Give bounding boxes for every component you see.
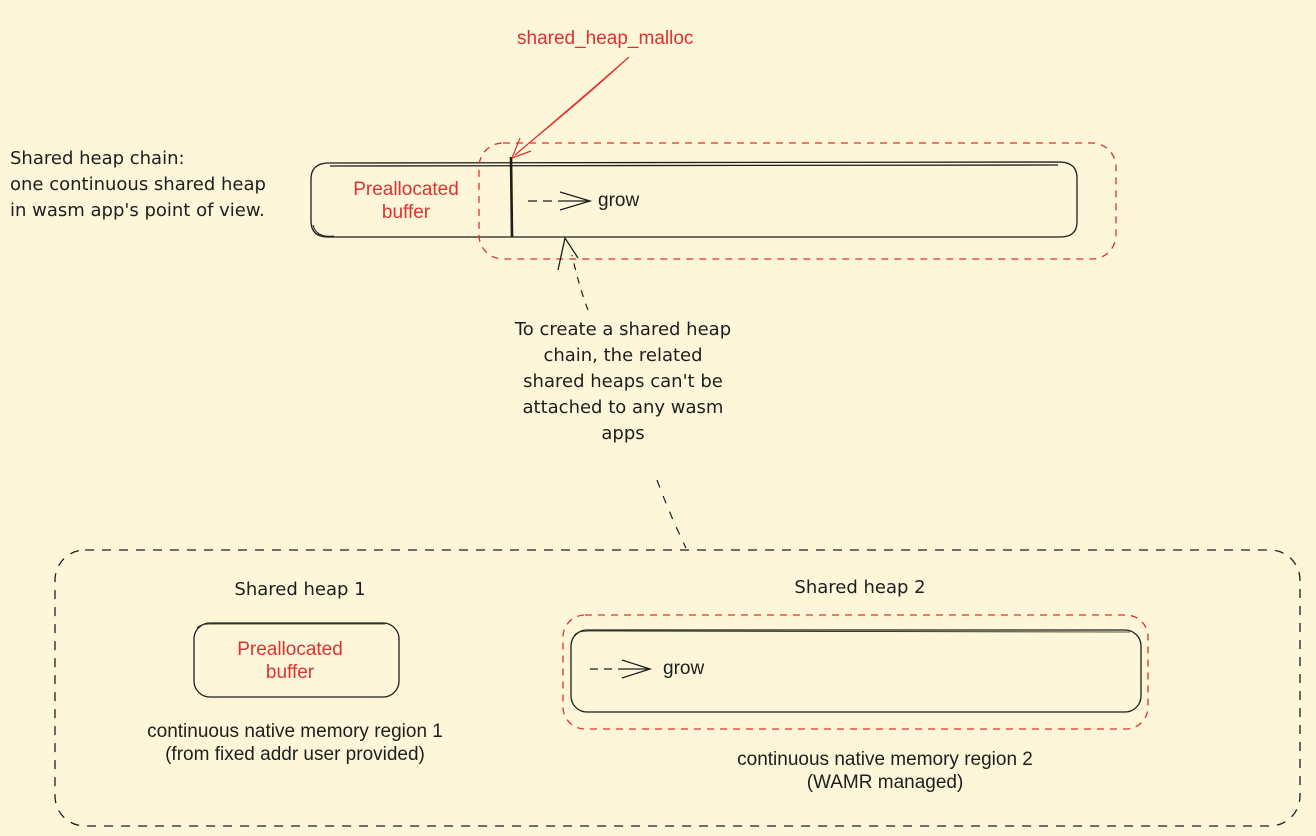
chain-note-line: in wasm app's point of view. (10, 200, 265, 221)
heap1-prealloc-line: Preallocated (237, 639, 343, 660)
chain-grow-arrow (528, 191, 593, 211)
requirement-note-line: To create a shared heap (514, 319, 732, 340)
chain-note-line: one continuous shared heap (10, 174, 266, 195)
heap2-caption-line: (WAMR managed) (806, 772, 964, 793)
chain-prealloc-line: Preallocated (353, 179, 459, 200)
chain-note: Shared heap chain: one continuous shared… (10, 146, 266, 224)
chain-prealloc-line: buffer (381, 202, 431, 223)
heap2-box (570, 629, 1142, 713)
heap1-title: Shared heap 1 (234, 579, 366, 600)
malloc-label: shared_heap_malloc (517, 28, 694, 49)
chain-growable-region (478, 142, 1117, 260)
heap1-caption: continuous native memory region 1 (from … (110, 720, 480, 766)
heap1-caption-line: (from fixed addr user provided) (165, 744, 425, 765)
heap1-caption-line: continuous native memory region 1 (147, 721, 443, 742)
chain-heap-box (310, 161, 1078, 238)
chain-note-line: Shared heap chain: (10, 148, 185, 169)
heap2-caption: continuous native memory region 2 (WAMR … (690, 748, 1080, 794)
requirement-note-line: attached to any wasm (522, 397, 724, 418)
heap1-prealloc-line: buffer (265, 662, 315, 683)
chain-prealloc-label: Preallocated buffer (338, 178, 474, 224)
heap2-caption-line: continuous native memory region 2 (737, 749, 1033, 770)
chain-grow-label: grow (598, 190, 640, 211)
heap2-growable-region (562, 614, 1149, 730)
heap1-buffer-box (193, 622, 400, 698)
chain-separator (509, 156, 514, 238)
heap2-grow-arrow (590, 659, 653, 679)
requirement-note-line: chain, the related (543, 345, 703, 366)
requirement-note-line: shared heaps can't be (523, 371, 723, 392)
heap1-prealloc-label: Preallocated buffer (210, 638, 370, 684)
note-connector (656, 479, 687, 549)
heap2-title: Shared heap 2 (794, 577, 926, 598)
chain-requirement-note: To create a shared heap chain, the relat… (478, 317, 768, 447)
heap2-grow-label: grow (663, 658, 705, 679)
malloc-arrow (511, 56, 630, 159)
note-pointer-arrow (557, 236, 589, 311)
requirement-note-line: apps (601, 423, 645, 444)
